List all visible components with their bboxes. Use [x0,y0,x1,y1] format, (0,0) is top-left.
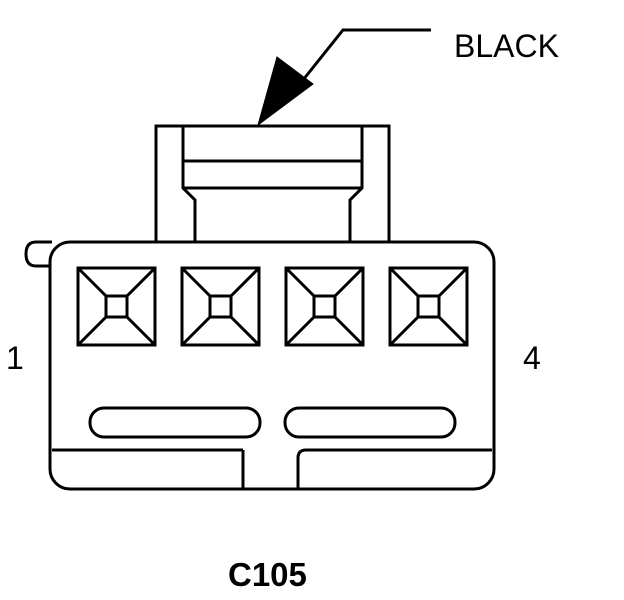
color-leader [257,28,431,127]
wire-color-label: BLACK [454,28,559,64]
keying-slots [88,406,457,439]
terminal-cavity [284,266,365,347]
pin-number-last: 4 [523,340,541,376]
terminal-cavities [76,266,469,347]
terminal-cavity [76,266,157,347]
leader-arrowhead [257,56,314,127]
keying-slot [88,406,262,439]
connector-base [52,448,492,489]
keying-slot [283,406,457,439]
leader-line [285,28,431,101]
pin-number-first: 1 [6,340,24,376]
connector-latch [24,240,52,268]
terminal-cavity [180,266,261,347]
terminal-cavity [388,266,469,347]
connector-lock-tab [154,124,391,246]
connector-id-label: C105 [228,556,307,593]
